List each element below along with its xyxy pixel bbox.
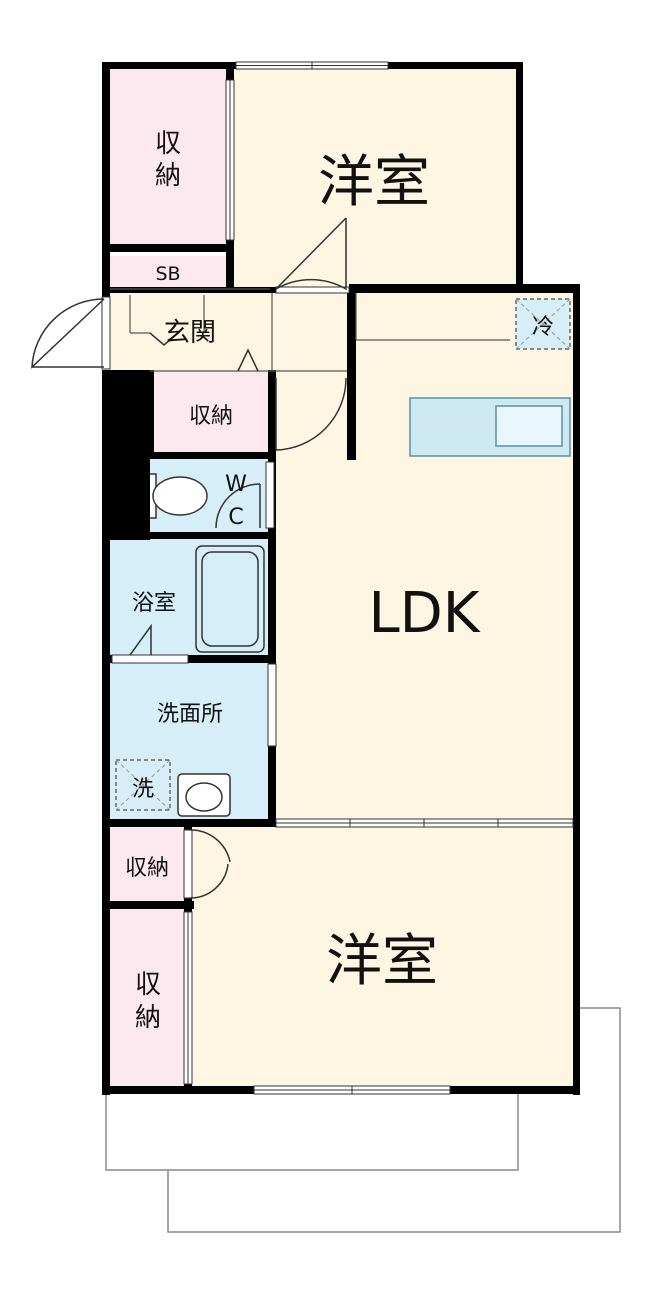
wc-label-c: C [228,505,243,530]
doors [31,217,347,899]
storage-small-label: 収納 [125,856,169,881]
kitchen-sink [495,405,563,447]
western-top-floor [232,67,516,289]
storage-mid-label: 収納 [189,404,233,429]
thin-lines [110,288,510,372]
washbasin [177,773,231,817]
storage-mid-floor [151,371,272,456]
western-bottom-label: 洋室 [326,929,438,994]
openings [101,61,574,1095]
storage-bottom-label-2: 納 [135,1003,161,1033]
sb-floor [106,256,232,289]
bathtub [195,545,265,653]
storage-top-label-1: 収 [155,129,181,159]
storage-bottom-label-1: 収 [135,970,161,1000]
storage-top-label-2: 納 [155,161,181,191]
floors [106,67,574,1089]
western-bottom-floor [190,823,574,1089]
ldk-label: LDK [368,581,480,646]
fridge-label: 冷 [532,315,554,340]
sb-label: SB [155,263,180,285]
western-top-label: 洋室 [318,150,430,215]
storage-top-floor [106,67,232,247]
washroom-label: 洗面所 [157,702,223,727]
balcony-outline [105,1007,621,1233]
washer-label: 洗 [132,777,154,802]
storage-small-floor [106,823,190,908]
storage-bottom-floor [106,908,190,1089]
bath-label: 浴室 [132,591,176,616]
wc-label-w: W [225,472,247,497]
ldk-floor [272,289,574,823]
entrance-label: 玄関 [164,318,216,348]
